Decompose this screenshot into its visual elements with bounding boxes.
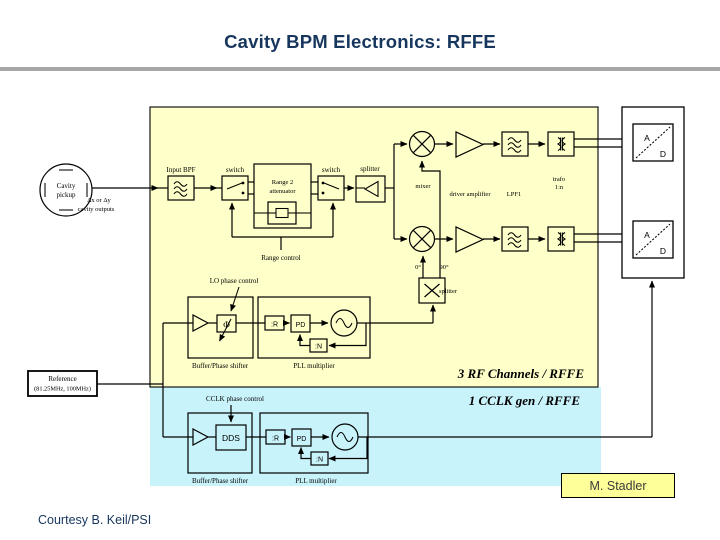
trafo-box — [547, 226, 575, 252]
trafo-box — [547, 131, 575, 157]
cclk-region-caption: 1 CCLK gen / RFFE — [469, 393, 581, 408]
feedback-line — [328, 323, 367, 349]
reference-label-2: (81.25MHz, 100MHz) — [34, 386, 91, 393]
lpf-label: LPF1 — [507, 191, 521, 198]
range-attenuator-block: Range 2 attenuator — [248, 163, 318, 229]
feedback-line — [297, 334, 310, 347]
control-line — [230, 286, 240, 312]
hybrid-icon — [424, 283, 440, 298]
pd-label: PD — [296, 322, 306, 329]
cavity-label-1: Cavity — [57, 182, 76, 190]
feedback-line — [298, 447, 311, 460]
splitter-block: splitter — [355, 165, 386, 203]
driver-amplifier-label: driver amplifier — [450, 191, 492, 198]
buffer-amp-icon — [192, 314, 210, 332]
cavity-label-2: pickup — [56, 191, 76, 199]
switch-a-block: switch — [221, 166, 249, 201]
lo-pll-box — [257, 296, 371, 359]
adc-d-label: D — [660, 149, 666, 159]
trafo-label-2: 1:n — [555, 184, 564, 191]
cclk-pll-block: :R PD :N PLL multiplier — [246, 412, 369, 485]
mixer-label: mixer — [415, 183, 431, 190]
input-bpf-label: Input BPF — [167, 166, 196, 174]
cavity-pickup: Cavity pickup — [39, 163, 93, 217]
amplifier-top-icon — [455, 131, 485, 158]
trafo-bottom-block — [547, 226, 575, 252]
divider-r-label: :R — [272, 436, 279, 443]
courtesy-label: Courtesy B. Keil/PSI — [38, 513, 152, 527]
deg0-label: 0° — [415, 264, 421, 271]
range-control-label: Range control — [261, 254, 301, 262]
adc-d-label: D — [660, 246, 666, 256]
reference-label-1: Reference — [48, 375, 76, 383]
buffer-amp-icon — [192, 428, 210, 446]
lo-buffer-box — [187, 296, 254, 359]
lo-pll-block: :R PD :N PLL multiplier — [236, 296, 371, 370]
cavity-outputs-label-2: cavity outputs — [78, 206, 115, 213]
switch-contact-icon — [241, 181, 245, 185]
quad-splitter-block: splitter — [418, 277, 458, 304]
dds-label: DDS — [222, 433, 240, 443]
switch-contact-icon — [321, 181, 325, 185]
adc-a-label: A — [644, 230, 650, 240]
reference-block: Reference (81.25MHz, 100MHz) — [27, 370, 98, 397]
cclk-phase-control-label: CCLK phase control — [206, 395, 264, 403]
divider-n-label: :N — [315, 344, 322, 351]
adc-diagonal-icon — [635, 223, 671, 256]
switch-lever-icon — [226, 182, 243, 190]
amplifier-bottom-icon — [455, 226, 485, 253]
range-control: Range control — [229, 202, 336, 262]
switch-a-label: switch — [226, 166, 245, 174]
variable-arrow-icon — [219, 318, 232, 342]
quad-splitter-label: splitter — [439, 288, 458, 295]
cclk-pll-label: PLL multiplier — [295, 477, 337, 485]
lo-buffer-block: Φ Buffer/Phase shifter — [163, 296, 254, 370]
divider-n-label: :N — [316, 457, 323, 464]
switch-b-label: switch — [322, 166, 341, 174]
page-title: Cavity BPM Electronics: RFFE — [224, 31, 496, 52]
lo-phase-control-label: LO phase control — [210, 277, 259, 285]
sine-icon — [335, 317, 353, 329]
feedback-line — [328, 437, 368, 462]
attenuator-label-2: attenuator — [270, 188, 297, 195]
lo-90-line — [419, 160, 441, 278]
pd-label: PD — [297, 436, 307, 443]
divider-r-label: :R — [271, 322, 278, 329]
trafo-label-1: trafo — [553, 176, 565, 183]
lo-pll-label: PLL multiplier — [293, 362, 335, 370]
rf-region-caption: 3 RF Channels / RFFE — [457, 366, 585, 381]
attenuator-label-1: Range 2 — [272, 179, 293, 186]
title-divider — [0, 67, 720, 71]
cclk-buffer-label: Buffer/Phase shifter — [192, 477, 249, 485]
cclk-buffer-box — [187, 412, 253, 474]
cclk-pll-box — [259, 412, 369, 474]
cclk-buffer-block: DDS Buffer/Phase shifter — [163, 412, 253, 485]
splitter-box — [355, 175, 386, 203]
deg90-label: 90° — [439, 264, 449, 271]
sine-icon — [336, 431, 354, 443]
switch-contact-icon — [241, 191, 245, 195]
credit-box: M. Stadler — [561, 473, 675, 498]
credit-label: M. Stadler — [589, 478, 647, 493]
adc-a-label: A — [644, 133, 650, 143]
phase-shifter-icon: Φ — [223, 320, 230, 330]
lo-buffer-label: Buffer/Phase shifter — [192, 362, 249, 370]
trafo-top-block — [547, 131, 575, 157]
reference-box — [27, 370, 98, 397]
cavity-icon — [39, 163, 93, 217]
switch-box — [221, 175, 249, 201]
adc-diagonal-icon — [635, 126, 671, 159]
cavity-outputs-label-1: Δx or Δy — [87, 197, 111, 204]
splitter-label: splitter — [360, 165, 380, 173]
rf-region — [149, 106, 599, 388]
adc-module: A D A D — [621, 106, 685, 279]
switch-contact-icon — [321, 191, 325, 195]
quad-splitter-box — [418, 277, 446, 304]
attenuator-outline — [253, 163, 312, 229]
switch-lever-icon — [323, 182, 340, 190]
